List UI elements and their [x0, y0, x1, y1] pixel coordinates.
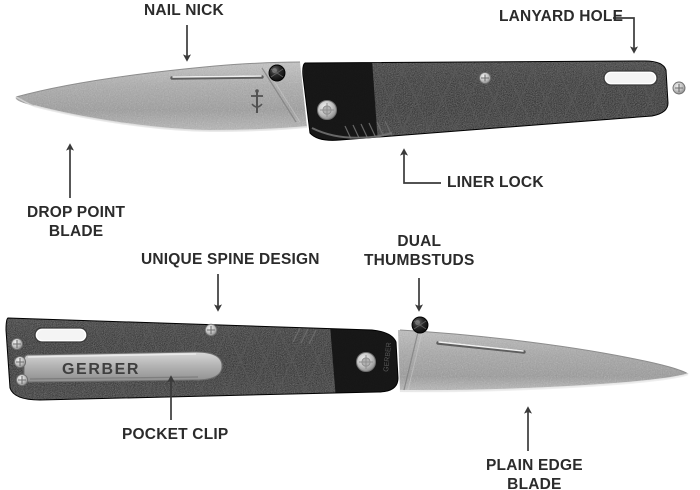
upper-body-screw — [478, 71, 492, 85]
callout-label-lanyard-hole: LANYARD HOLE — [499, 8, 624, 25]
arrow-liner-lock — [399, 148, 441, 184]
gerber-logo-upper — [251, 89, 263, 113]
pocket-clip: GERBER — [23, 351, 223, 383]
upper-pivot-screw — [317, 100, 337, 120]
callout-label-drop-point-blade: DROP POINT BLADE — [27, 204, 126, 240]
pocket-clip-brand-text: GERBER — [62, 361, 140, 378]
callout-label-unique-spine-design: UNIQUE SPINE DESIGN — [141, 251, 320, 268]
lower-knife: GERBER — [5, 316, 689, 401]
upper-handle — [302, 60, 669, 141]
callout-label-dual-thumbstuds: DUAL THUMBSTUDS — [364, 233, 475, 269]
upper-knife — [15, 60, 686, 141]
nail-nick — [170, 75, 264, 80]
lanyard-hole — [603, 70, 658, 86]
callout-label-nail-nick: NAIL NICK — [144, 2, 224, 19]
lower-clip-screws — [10, 337, 29, 387]
callout-arrows — [65, 17, 639, 451]
upper-drop-point-blade — [15, 61, 308, 133]
callout-label-liner-lock: LINER LOCK — [447, 174, 544, 191]
lower-pivot-screw — [356, 352, 376, 372]
upper-thumbstud — [268, 64, 286, 82]
lower-spine-screw — [204, 323, 218, 337]
lower-plain-edge-blade: GERBER — [383, 329, 689, 393]
arrow-lanyard-hole — [613, 17, 639, 54]
lower-lanyard-hole — [34, 327, 88, 343]
upper-end-screw — [672, 81, 686, 95]
liner-lock — [311, 127, 393, 139]
lower-thumbstud — [411, 316, 429, 334]
blade-etch-text: GERBER — [383, 342, 393, 372]
callout-label-pocket-clip: POCKET CLIP — [122, 426, 229, 443]
callout-label-plain-edge-blade: PLAIN EDGE BLADE — [486, 457, 583, 490]
